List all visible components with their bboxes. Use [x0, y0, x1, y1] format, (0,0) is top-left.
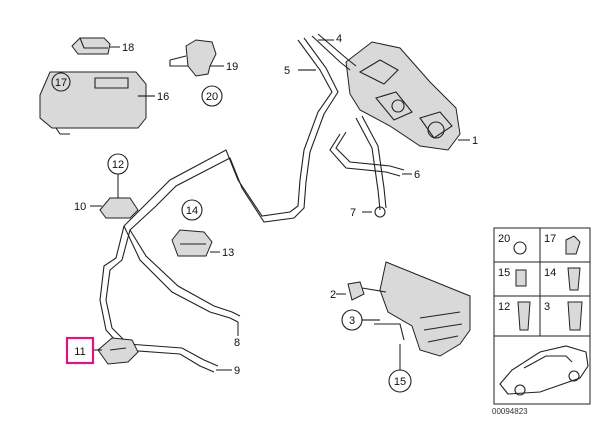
drawing-number: 00094823 — [492, 407, 528, 416]
callout-9: 9 — [234, 365, 240, 377]
callout-2: 2 — [330, 289, 336, 301]
inset-label-14: 14 — [544, 267, 556, 279]
part-7-hose[interactable] — [355, 115, 387, 218]
part-11-bracket[interactable] — [97, 337, 139, 365]
inset-label-20: 20 — [498, 233, 510, 245]
callout-17-circle — [51, 72, 71, 92]
part-18-cap[interactable] — [71, 37, 111, 55]
part-2-grommet[interactable] — [347, 281, 365, 301]
car-silhouette-icon — [499, 345, 589, 396]
inset-label-3: 3 — [544, 301, 550, 313]
inset-bolt-3-icon — [567, 301, 583, 331]
part-6-hose[interactable] — [329, 131, 405, 177]
callout-7: 7 — [350, 207, 356, 219]
inset-screw-14-icon — [567, 267, 581, 291]
callout-17: 17 — [55, 77, 67, 89]
part-1-hydraulic-unit[interactable] — [345, 41, 461, 151]
callout-13: 13 — [222, 247, 234, 259]
part-bracket-assembly[interactable] — [361, 261, 471, 357]
callout-16: 16 — [157, 91, 169, 103]
part-16-control-unit[interactable] — [39, 71, 147, 135]
part-10-clip[interactable] — [99, 197, 139, 219]
part-13-holder[interactable] — [171, 229, 213, 257]
callout-18: 18 — [122, 42, 134, 54]
inset-nut-17-icon — [565, 235, 581, 255]
inset-label-12: 12 — [498, 301, 510, 313]
inset-label-15: 15 — [498, 267, 510, 279]
brake-line-routing[interactable] — [99, 149, 307, 373]
callout-5: 5 — [284, 65, 290, 77]
callout-1: 1 — [472, 135, 478, 147]
inset-label-17: 17 — [544, 233, 556, 245]
callout-8: 8 — [234, 337, 240, 349]
callout-10: 10 — [74, 201, 86, 213]
callout-20-circle — [201, 85, 223, 107]
callout-6: 6 — [414, 169, 420, 181]
callout-20: 20 — [206, 91, 218, 103]
callout-14: 14 — [186, 205, 198, 217]
callout-11-highlight — [65, 336, 95, 365]
callout-11: 11 — [74, 346, 85, 358]
callout-14-circle — [181, 199, 203, 221]
callout-3: 3 — [349, 315, 355, 327]
part-5-pipe-set[interactable] — [297, 33, 357, 183]
callout-19: 19 — [226, 61, 238, 73]
inset-nut-15-icon — [515, 269, 527, 287]
inset-nut-20-icon — [513, 241, 527, 255]
inset-bolt-12-icon — [517, 301, 531, 331]
callout-12: 12 — [112, 159, 124, 171]
callout-4: 4 — [336, 33, 342, 45]
part-19-relay[interactable] — [169, 39, 217, 77]
callout-15: 15 — [394, 376, 406, 388]
